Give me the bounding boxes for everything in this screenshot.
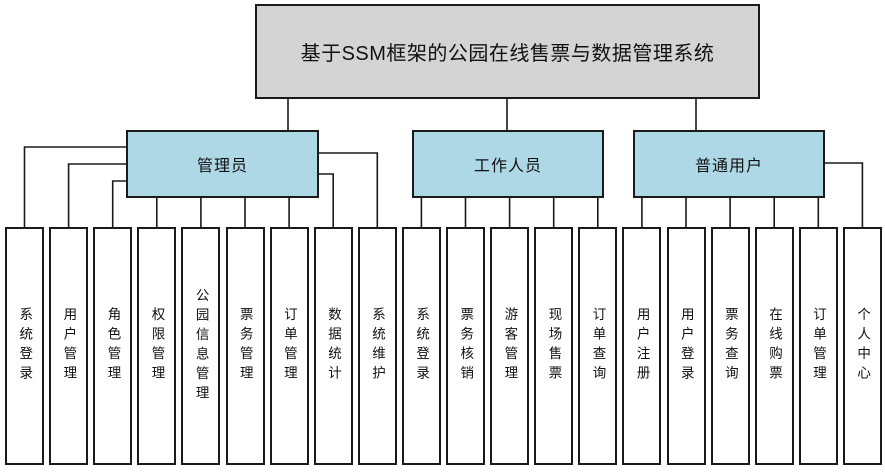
leaf-node-admin-permission-management: 权限管理 xyxy=(137,227,177,465)
leaf-label: 系统登录 xyxy=(414,307,430,385)
leaf-label: 个人中心 xyxy=(855,307,871,385)
leaf-label: 票务核销 xyxy=(458,307,474,385)
leaf-node-admin-data-statistics: 数据统计 xyxy=(313,227,353,465)
leaf-node-staff-onsite-ticket-sales: 现场售票 xyxy=(534,227,574,465)
leaf-label: 系统维护 xyxy=(370,307,386,385)
leaf-node-admin-system-maintenance: 系统维护 xyxy=(357,227,397,465)
root-node: 基于SSM框架的公园在线售票与数据管理系统 xyxy=(255,4,760,99)
leaf-node-admin-order-management: 订单管理 xyxy=(269,227,309,465)
leaf-node-user-registration: 用户注册 xyxy=(622,227,662,465)
leaf-label: 角色管理 xyxy=(105,307,121,385)
leaf-node-user-ticket-query: 票务查询 xyxy=(710,227,750,465)
leaf-node-staff-ticket-verification: 票务核销 xyxy=(446,227,485,465)
leaf-label: 现场售票 xyxy=(546,307,562,385)
leaf-label: 公园信息管理 xyxy=(193,287,209,405)
leaf-node-admin-park-info-management: 公园信息管理 xyxy=(181,227,221,465)
leaf-label: 在线购票 xyxy=(766,307,782,385)
leaf-label: 权限管理 xyxy=(149,307,165,385)
role-node-staff: 工作人员 xyxy=(412,130,604,198)
leaf-node-admin-role-management: 角色管理 xyxy=(93,227,133,465)
leaf-label: 用户管理 xyxy=(61,307,77,385)
leaf-label: 票务管理 xyxy=(237,307,253,385)
role-node-regular-user: 普通用户 xyxy=(633,130,825,198)
leaf-node-user-order-management: 订单管理 xyxy=(798,227,838,465)
leaf-node-user-login: 用户登录 xyxy=(666,227,706,465)
leaf-node-user-personal-center: 个人中心 xyxy=(842,227,882,465)
role-node-label: 普通用户 xyxy=(694,158,763,175)
leaf-node-staff-system-login: 系统登录 xyxy=(401,227,441,465)
leaf-node-staff-order-query: 订单查询 xyxy=(578,227,618,465)
leaf-label: 票务查询 xyxy=(722,307,738,385)
role-node-label: 管理员 xyxy=(196,158,248,175)
leaf-node-admin-user-management: 用户管理 xyxy=(49,227,89,465)
leaf-label: 系统登录 xyxy=(17,307,33,385)
leaf-label: 订单管理 xyxy=(281,307,297,385)
leaf-node-staff-visitor-management: 游客管理 xyxy=(490,227,530,465)
leaf-label: 用户注册 xyxy=(634,307,650,385)
leaf-label: 游客管理 xyxy=(502,307,518,385)
leaf-label: 订单查询 xyxy=(590,307,606,385)
role-node-label: 工作人员 xyxy=(473,158,542,175)
leaf-label: 数据统计 xyxy=(325,307,341,385)
leaf-node-admin-ticket-management: 票务管理 xyxy=(225,227,265,465)
leaf-label: 订单管理 xyxy=(811,307,827,385)
root-node-label: 基于SSM框架的公园在线售票与数据管理系统 xyxy=(300,43,715,65)
role-node-admin: 管理员 xyxy=(126,130,319,198)
leaf-node-admin-system-login: 系统登录 xyxy=(5,227,44,465)
leaf-label: 用户登录 xyxy=(678,307,694,385)
leaf-node-user-online-ticket-purchase: 在线购票 xyxy=(754,227,794,465)
